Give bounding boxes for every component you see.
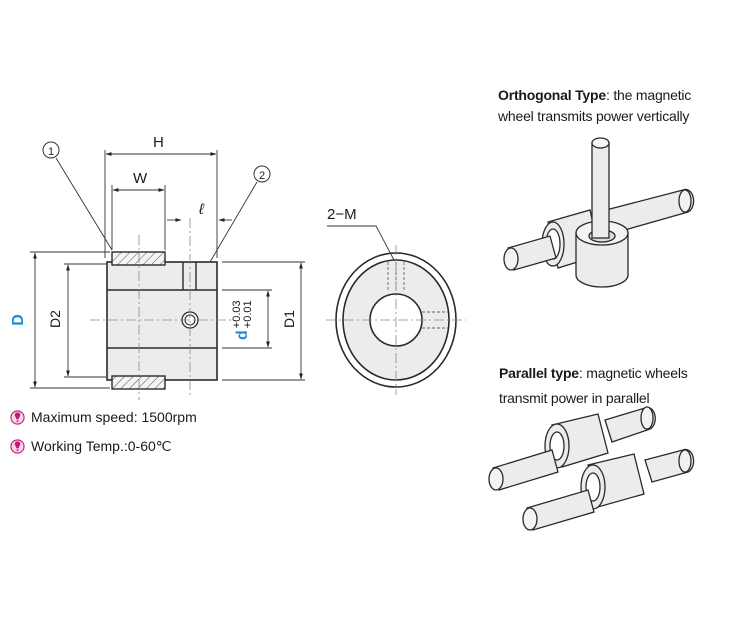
- parallel-illustration: [488, 406, 695, 531]
- dim-label-l: ℓ: [199, 201, 204, 218]
- callout-1: 1: [42, 141, 60, 159]
- spec-list: Maximum speed: 1500rpm Working Temp.:0-6…: [10, 406, 197, 457]
- tolerance-lower: +0.01: [242, 300, 254, 329]
- dimensions: [30, 150, 305, 389]
- pin-icon: [10, 409, 25, 425]
- spec-item-temp: Working Temp.:0-60℃: [10, 435, 197, 457]
- dim-label-D2: D2: [46, 310, 63, 328]
- side-view: [90, 218, 232, 400]
- dim-label-D: D: [9, 314, 27, 326]
- orthogonal-illustration: [503, 137, 695, 288]
- parallel-caption: Parallel type: magnetic wheels transmit …: [499, 361, 688, 411]
- orthogonal-caption: Orthogonal Type: the magnetic wheel tran…: [498, 85, 691, 127]
- orthogonal-title: Orthogonal Type: [498, 87, 606, 103]
- dim-label-thread: 2−M: [327, 206, 357, 223]
- spec-text: Working Temp.:0-60℃: [31, 437, 172, 454]
- parallel-desc-2: transmit power in parallel: [499, 390, 650, 406]
- front-view: [326, 225, 466, 395]
- orthogonal-desc-2: wheel transmits power vertically: [498, 108, 690, 124]
- orthogonal-desc-1: : the magnetic: [605, 87, 692, 103]
- callout-2: 2: [253, 165, 271, 183]
- parallel-title: Parallel type: [499, 365, 579, 381]
- parallel-desc-1: : magnetic wheels: [578, 365, 688, 381]
- spec-item-speed: Maximum speed: 1500rpm: [10, 406, 197, 428]
- dim-label-d: d: [234, 330, 251, 340]
- spec-text: Maximum speed: 1500rpm: [31, 409, 197, 425]
- body: [106, 261, 218, 381]
- pin-icon: [10, 438, 25, 454]
- dim-label-W: W: [133, 170, 148, 187]
- dim-label-D1: D1: [280, 310, 297, 328]
- svg-text:1: 1: [48, 146, 54, 158]
- dim-label-d-group: d +0.03 +0.01: [231, 300, 254, 340]
- flange-top: [111, 251, 166, 266]
- flange-bottom: [111, 375, 166, 390]
- svg-text:2: 2: [259, 170, 265, 182]
- dim-label-H: H: [153, 134, 164, 151]
